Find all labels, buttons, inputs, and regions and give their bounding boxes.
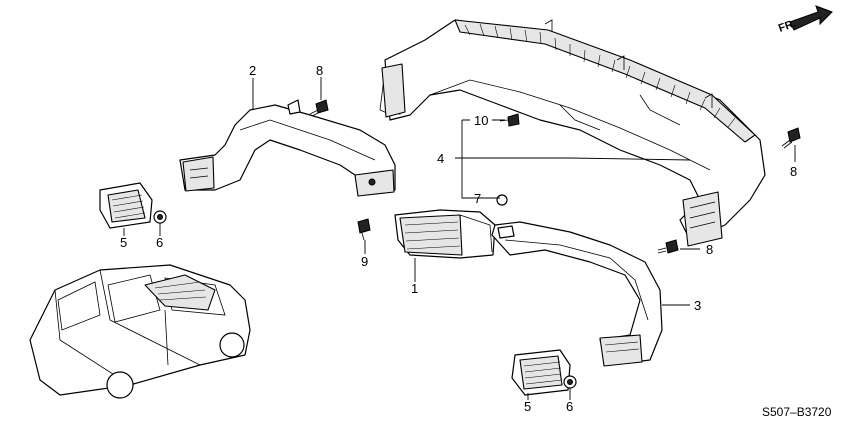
vent-part-5-right [511, 349, 571, 396]
vent-part-5-left [99, 182, 153, 229]
callout-1: 1 [411, 281, 418, 296]
callout-6-left: 6 [156, 235, 163, 250]
callout-5-left: 5 [120, 235, 127, 250]
vehicle-location-sketch [29, 264, 251, 399]
heater-duct-assembly [379, 19, 766, 247]
callout-2: 2 [249, 63, 256, 78]
nut-part-6-left [153, 210, 167, 224]
nut-part-6-right [563, 375, 577, 389]
callout-10: 10 [474, 113, 488, 128]
callout-6-right: 6 [566, 399, 573, 414]
diagram-code: S507–B3720 [762, 405, 832, 419]
callout-8-top: 8 [316, 63, 323, 78]
direction-badge: FR. [777, 5, 833, 35]
duct-part-3 [491, 221, 663, 367]
screw-part-9 [357, 218, 371, 241]
screw-part-8-lower [657, 239, 679, 254]
forward-arrow-icon [789, 5, 833, 31]
callout-3: 3 [694, 298, 701, 313]
direction-badge-label: FR. [777, 17, 798, 34]
register-part-1 [394, 209, 496, 259]
screw-part-8-top [309, 99, 329, 117]
callout-4: 4 [437, 151, 444, 166]
callout-7: 7 [474, 191, 481, 206]
callout-9: 9 [361, 254, 368, 269]
callout-8-lower: 8 [706, 242, 713, 257]
clip-part-7 [496, 194, 508, 206]
callouts: 2 8 10 4 7 8 5 6 9 8 1 3 5 6 [120, 63, 797, 414]
callout-5-right: 5 [524, 399, 531, 414]
screw-part-10 [499, 113, 520, 127]
screw-part-8-right [781, 127, 801, 149]
duct-part-2 [179, 99, 396, 197]
callout-8-right: 8 [790, 164, 797, 179]
leader-lines [123, 77, 796, 400]
